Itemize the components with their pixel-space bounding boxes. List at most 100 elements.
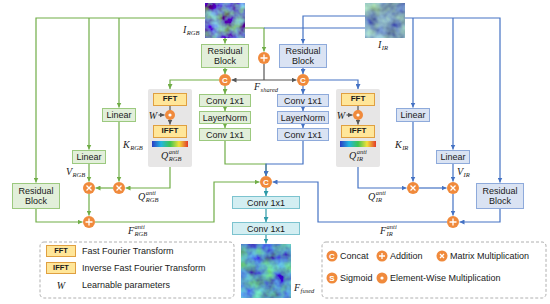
node-label: Linear — [76, 152, 101, 162]
panel-ground — [336, 89, 380, 167]
legend-elementwise-circle — [377, 273, 388, 284]
operator-letter: S — [329, 274, 334, 283]
math-symbol: RGB — [130, 144, 143, 151]
connector — [224, 86, 225, 94]
node-label: C — [222, 76, 228, 85]
connector — [265, 209, 266, 222]
wire — [452, 194, 453, 216]
connector — [266, 141, 303, 176]
wire — [118, 18, 119, 108]
times-glyph — [451, 186, 456, 191]
process-box: Linear — [72, 150, 106, 164]
node-label: Residual Block — [280, 46, 326, 66]
process-box: Conv 1x1 — [277, 128, 329, 141]
node-label: LayerNorm — [203, 113, 248, 123]
process-box: Residual Block — [12, 183, 60, 209]
math-symbol: F — [254, 81, 260, 92]
math-symbol: RGB — [135, 230, 148, 237]
legend-text: Sigmoid — [340, 272, 373, 284]
legend-text: Inverse Fast Fourier Transform — [82, 262, 206, 274]
times-glyph — [117, 186, 122, 191]
fourier-panel: QantiIRFFTIFFT — [336, 89, 380, 167]
process-box: Conv 1x1 — [232, 196, 300, 209]
math-symbol: F — [128, 225, 134, 236]
legend-text: Learnable parameters — [82, 279, 170, 291]
wire — [224, 38, 225, 44]
math-symbol: K — [123, 139, 130, 150]
matmul-circle — [83, 182, 95, 194]
plus-glyph — [86, 219, 93, 226]
wire — [88, 164, 89, 182]
math-symbol: anti — [357, 148, 367, 155]
elementwise-circle — [165, 110, 175, 120]
ir-image — [365, 3, 405, 38]
process-box: Conv 1x1 — [199, 94, 251, 107]
connector — [225, 141, 266, 176]
dot-glyph — [380, 276, 383, 279]
math-symbol: fused — [301, 287, 315, 294]
math-symbol: IR — [376, 196, 382, 203]
node-label: Linear — [106, 110, 131, 120]
node-label: Linear — [440, 152, 465, 162]
addition-circle — [83, 216, 95, 228]
process-box: FFT — [153, 93, 187, 106]
process-box: IFFT — [153, 125, 187, 138]
math-symbol: RGB — [187, 29, 200, 36]
node-label: Conv 1x1 — [206, 96, 244, 106]
node-label: C — [300, 76, 306, 85]
wire — [419, 187, 447, 188]
plus-glyph — [261, 55, 268, 62]
color-bar — [152, 141, 188, 147]
times-glyph — [87, 186, 92, 191]
node-label: Conv 1x1 — [247, 224, 285, 234]
wire — [412, 122, 413, 182]
plus-glyph — [379, 253, 385, 259]
legend-text: Concat — [340, 250, 369, 262]
wire — [264, 79, 297, 80]
wire — [232, 79, 265, 80]
math-symbol: Q — [368, 191, 375, 202]
math-symbol: Q — [349, 150, 356, 161]
math-symbol: V — [457, 166, 463, 177]
addition-circle — [447, 216, 459, 228]
legend-frame — [322, 242, 546, 298]
wire — [88, 18, 89, 150]
legend-concat-circle — [327, 251, 338, 262]
wire — [412, 18, 413, 108]
times-glyph — [411, 186, 416, 191]
dot-glyph — [168, 113, 171, 116]
process-box: Residual Block — [201, 44, 249, 68]
matmul-circle — [113, 182, 125, 194]
legend-matmul-circle — [437, 251, 448, 262]
math-symbol: K — [395, 139, 402, 150]
parameter-symbol: W — [337, 110, 345, 121]
node-label: IFFT — [350, 126, 367, 136]
math-symbol: anti — [135, 223, 145, 230]
math-symbol: I — [183, 24, 186, 35]
legend-swatch — [46, 262, 76, 274]
math-symbol: anti — [169, 148, 179, 155]
wire — [88, 194, 89, 216]
process-box: Conv 1x1 — [232, 222, 300, 235]
math-symbol: RGB — [169, 155, 182, 162]
wire — [452, 18, 453, 150]
process-box: IFFT — [341, 125, 375, 138]
node-label: Residual Block — [477, 186, 523, 206]
connector — [265, 188, 266, 196]
math-symbol: anti — [376, 189, 386, 196]
math-symbol: RGB — [146, 196, 159, 203]
process-box: Linear — [102, 108, 136, 122]
concat-circle: C — [260, 176, 272, 188]
process-box: Conv 1x1 — [199, 128, 251, 141]
node-label: FFT — [351, 94, 366, 104]
node-label: Conv 1x1 — [284, 130, 322, 140]
process-box: LayerNorm — [277, 111, 329, 124]
node-label: Conv 1x1 — [247, 198, 285, 208]
addition-circle — [258, 52, 270, 64]
legend-text: Fast Fourier Transform — [82, 245, 174, 257]
wire — [452, 164, 453, 182]
legend-text: Addition — [390, 250, 423, 262]
math-symbol: V — [66, 166, 72, 177]
wire — [264, 27, 365, 28]
